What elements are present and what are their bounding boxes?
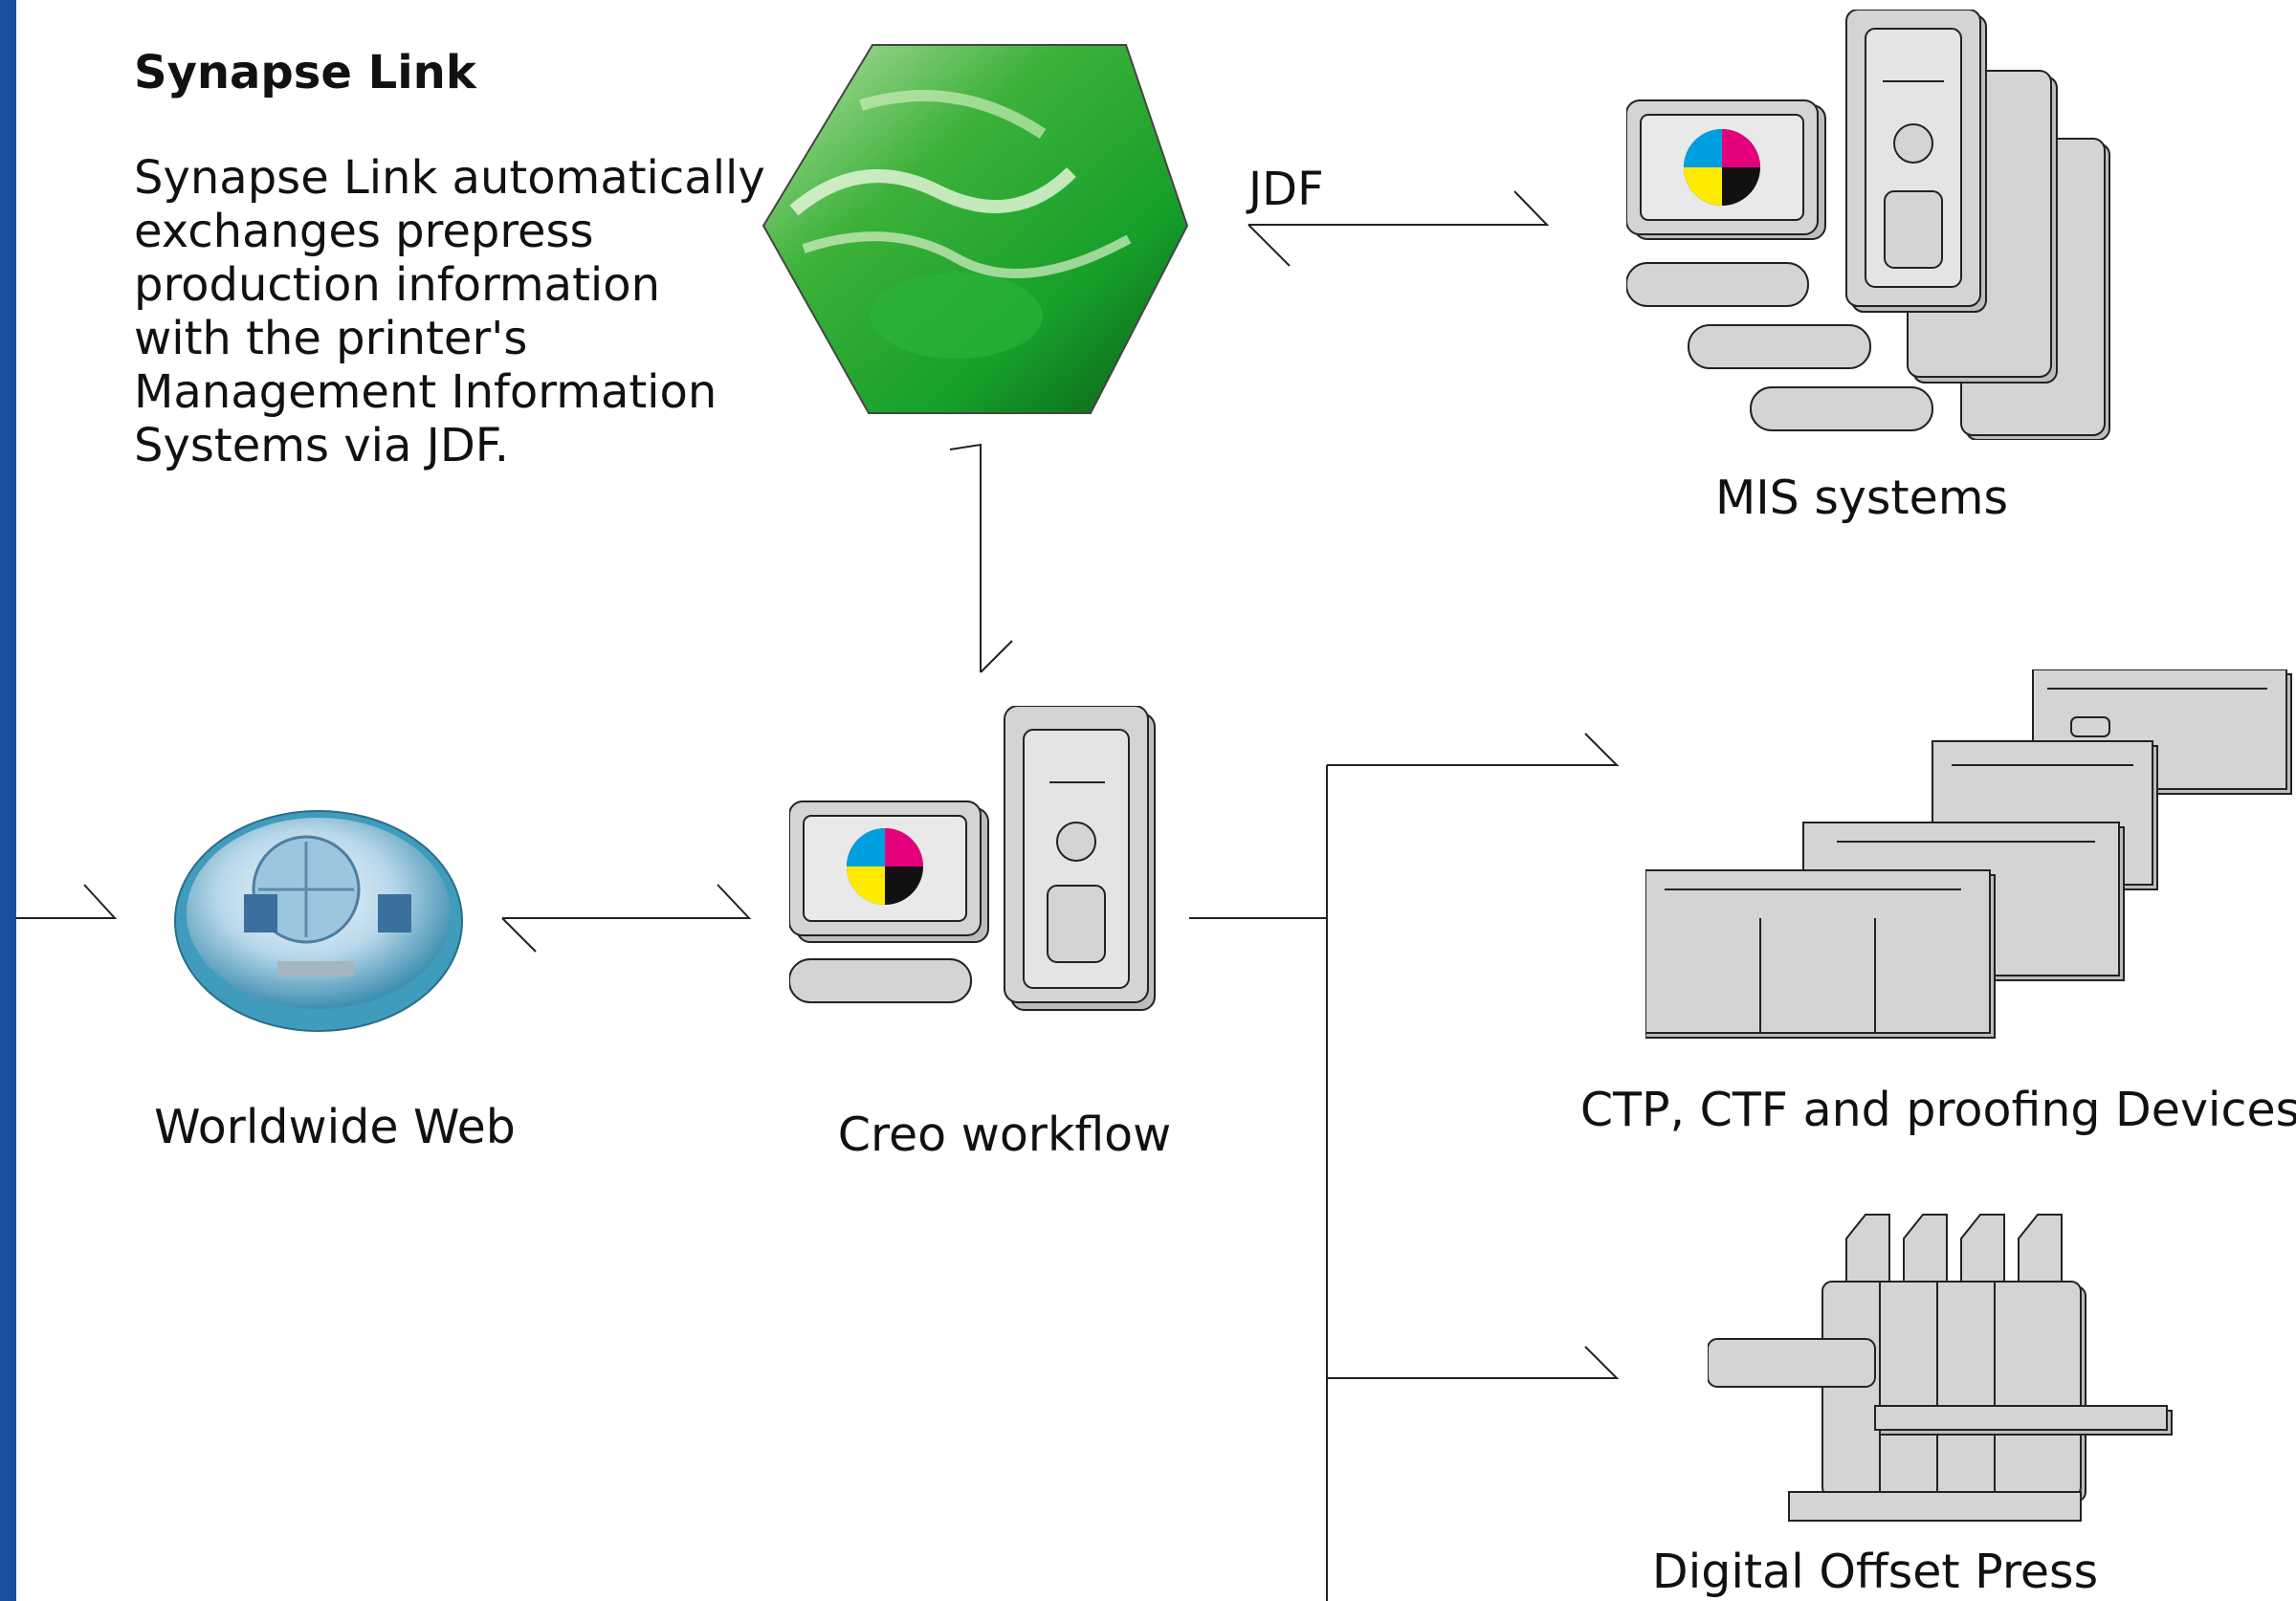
description-line: production information — [134, 258, 661, 312]
description-text: Synapse Link automatically exchanges pre… — [134, 151, 765, 472]
creo-web-arrow-head — [501, 917, 537, 953]
synapse-creo-arrow — [949, 443, 982, 672]
press-arrow — [1327, 1346, 1620, 1379]
description-line: Synapse Link automatically — [134, 151, 765, 205]
page-title: Synapse Link — [134, 46, 476, 99]
ctp-label: CTP, CTF and proofing Devices — [1579, 1083, 2296, 1137]
creo-web-arrow — [502, 884, 752, 919]
ctp-devices-node — [1645, 669, 2296, 1042]
mis-label: MIS systems — [1714, 471, 2009, 525]
description-line: Management Information — [134, 365, 718, 419]
printing-press-icon — [1707, 1214, 2173, 1522]
jdf-label: JDF — [1248, 163, 1324, 216]
server-cluster-icon — [1625, 9, 2110, 441]
workstation-icon — [788, 705, 1156, 1011]
press-label: Digital Offset Press — [1651, 1545, 2099, 1599]
description-line: exchanges prepress — [134, 205, 594, 258]
mis-systems-node — [1625, 9, 2124, 441]
globe-icon — [174, 810, 463, 1032]
web-label: Worldwide Web — [154, 1100, 516, 1154]
jdf-arrow-head — [1247, 224, 1291, 267]
cmyk-logo-icon — [847, 828, 923, 905]
cmyk-logo-icon — [1684, 129, 1760, 206]
description-line: with the printer's — [134, 312, 528, 365]
jdf-arrow — [1248, 190, 1550, 226]
platesetter-icon — [1645, 669, 2292, 1039]
ctp-arrow — [1327, 733, 1620, 766]
sidebar-accent-bar — [0, 0, 16, 1601]
digital-press-node — [1707, 1210, 2196, 1525]
creo-label: Creo workflow — [837, 1108, 1172, 1162]
description-line: Systems via JDF. — [134, 419, 509, 472]
synapse-hexagon-icon — [762, 44, 1189, 414]
web-incoming-arrow — [16, 884, 118, 919]
synapse-creo-arrow-head — [980, 640, 1013, 673]
creo-workflow-node — [788, 705, 1158, 1012]
